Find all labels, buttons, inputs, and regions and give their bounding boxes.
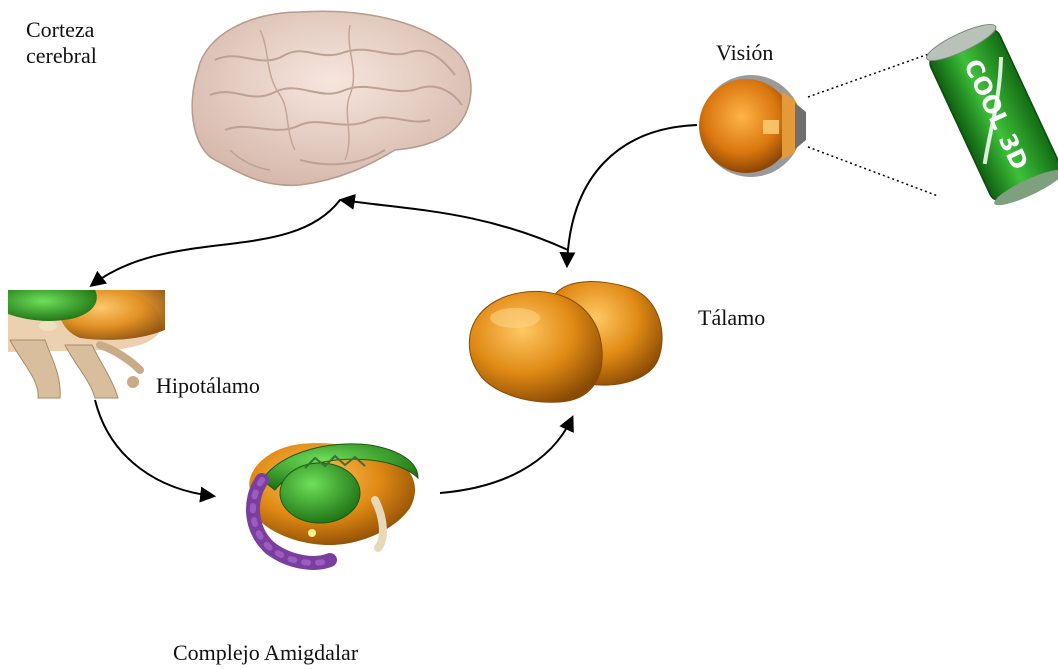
hypothalamus-image	[8, 290, 166, 398]
label-complejo-amigdalar: Complejo Amigdalar	[173, 640, 358, 666]
label-corteza-cerebral: Corteza cerebral	[26, 17, 97, 69]
amygdala-image	[249, 443, 418, 563]
label-hipotalamo: Hipotálamo	[156, 373, 260, 399]
arrow-cortex-to-hypothalamus	[92, 200, 340, 285]
arrow-amygdala-to-thalamus	[440, 418, 572, 493]
soda-can-image: COOL 3D	[923, 18, 1058, 211]
arrow-vision-to-thalamus	[567, 125, 697, 265]
thalamus-image	[469, 282, 662, 403]
eye-image	[699, 75, 806, 177]
arrow-thalamus-to-cortex	[342, 200, 568, 250]
label-talamo: Tálamo	[698, 305, 765, 331]
sight-line-top	[808, 50, 940, 97]
brain-cortex-image	[192, 11, 471, 185]
label-vision: Visión	[716, 40, 773, 66]
sight-line-bottom	[808, 147, 938, 196]
arrow-hypothalamus-to-amygdala	[95, 400, 213, 496]
